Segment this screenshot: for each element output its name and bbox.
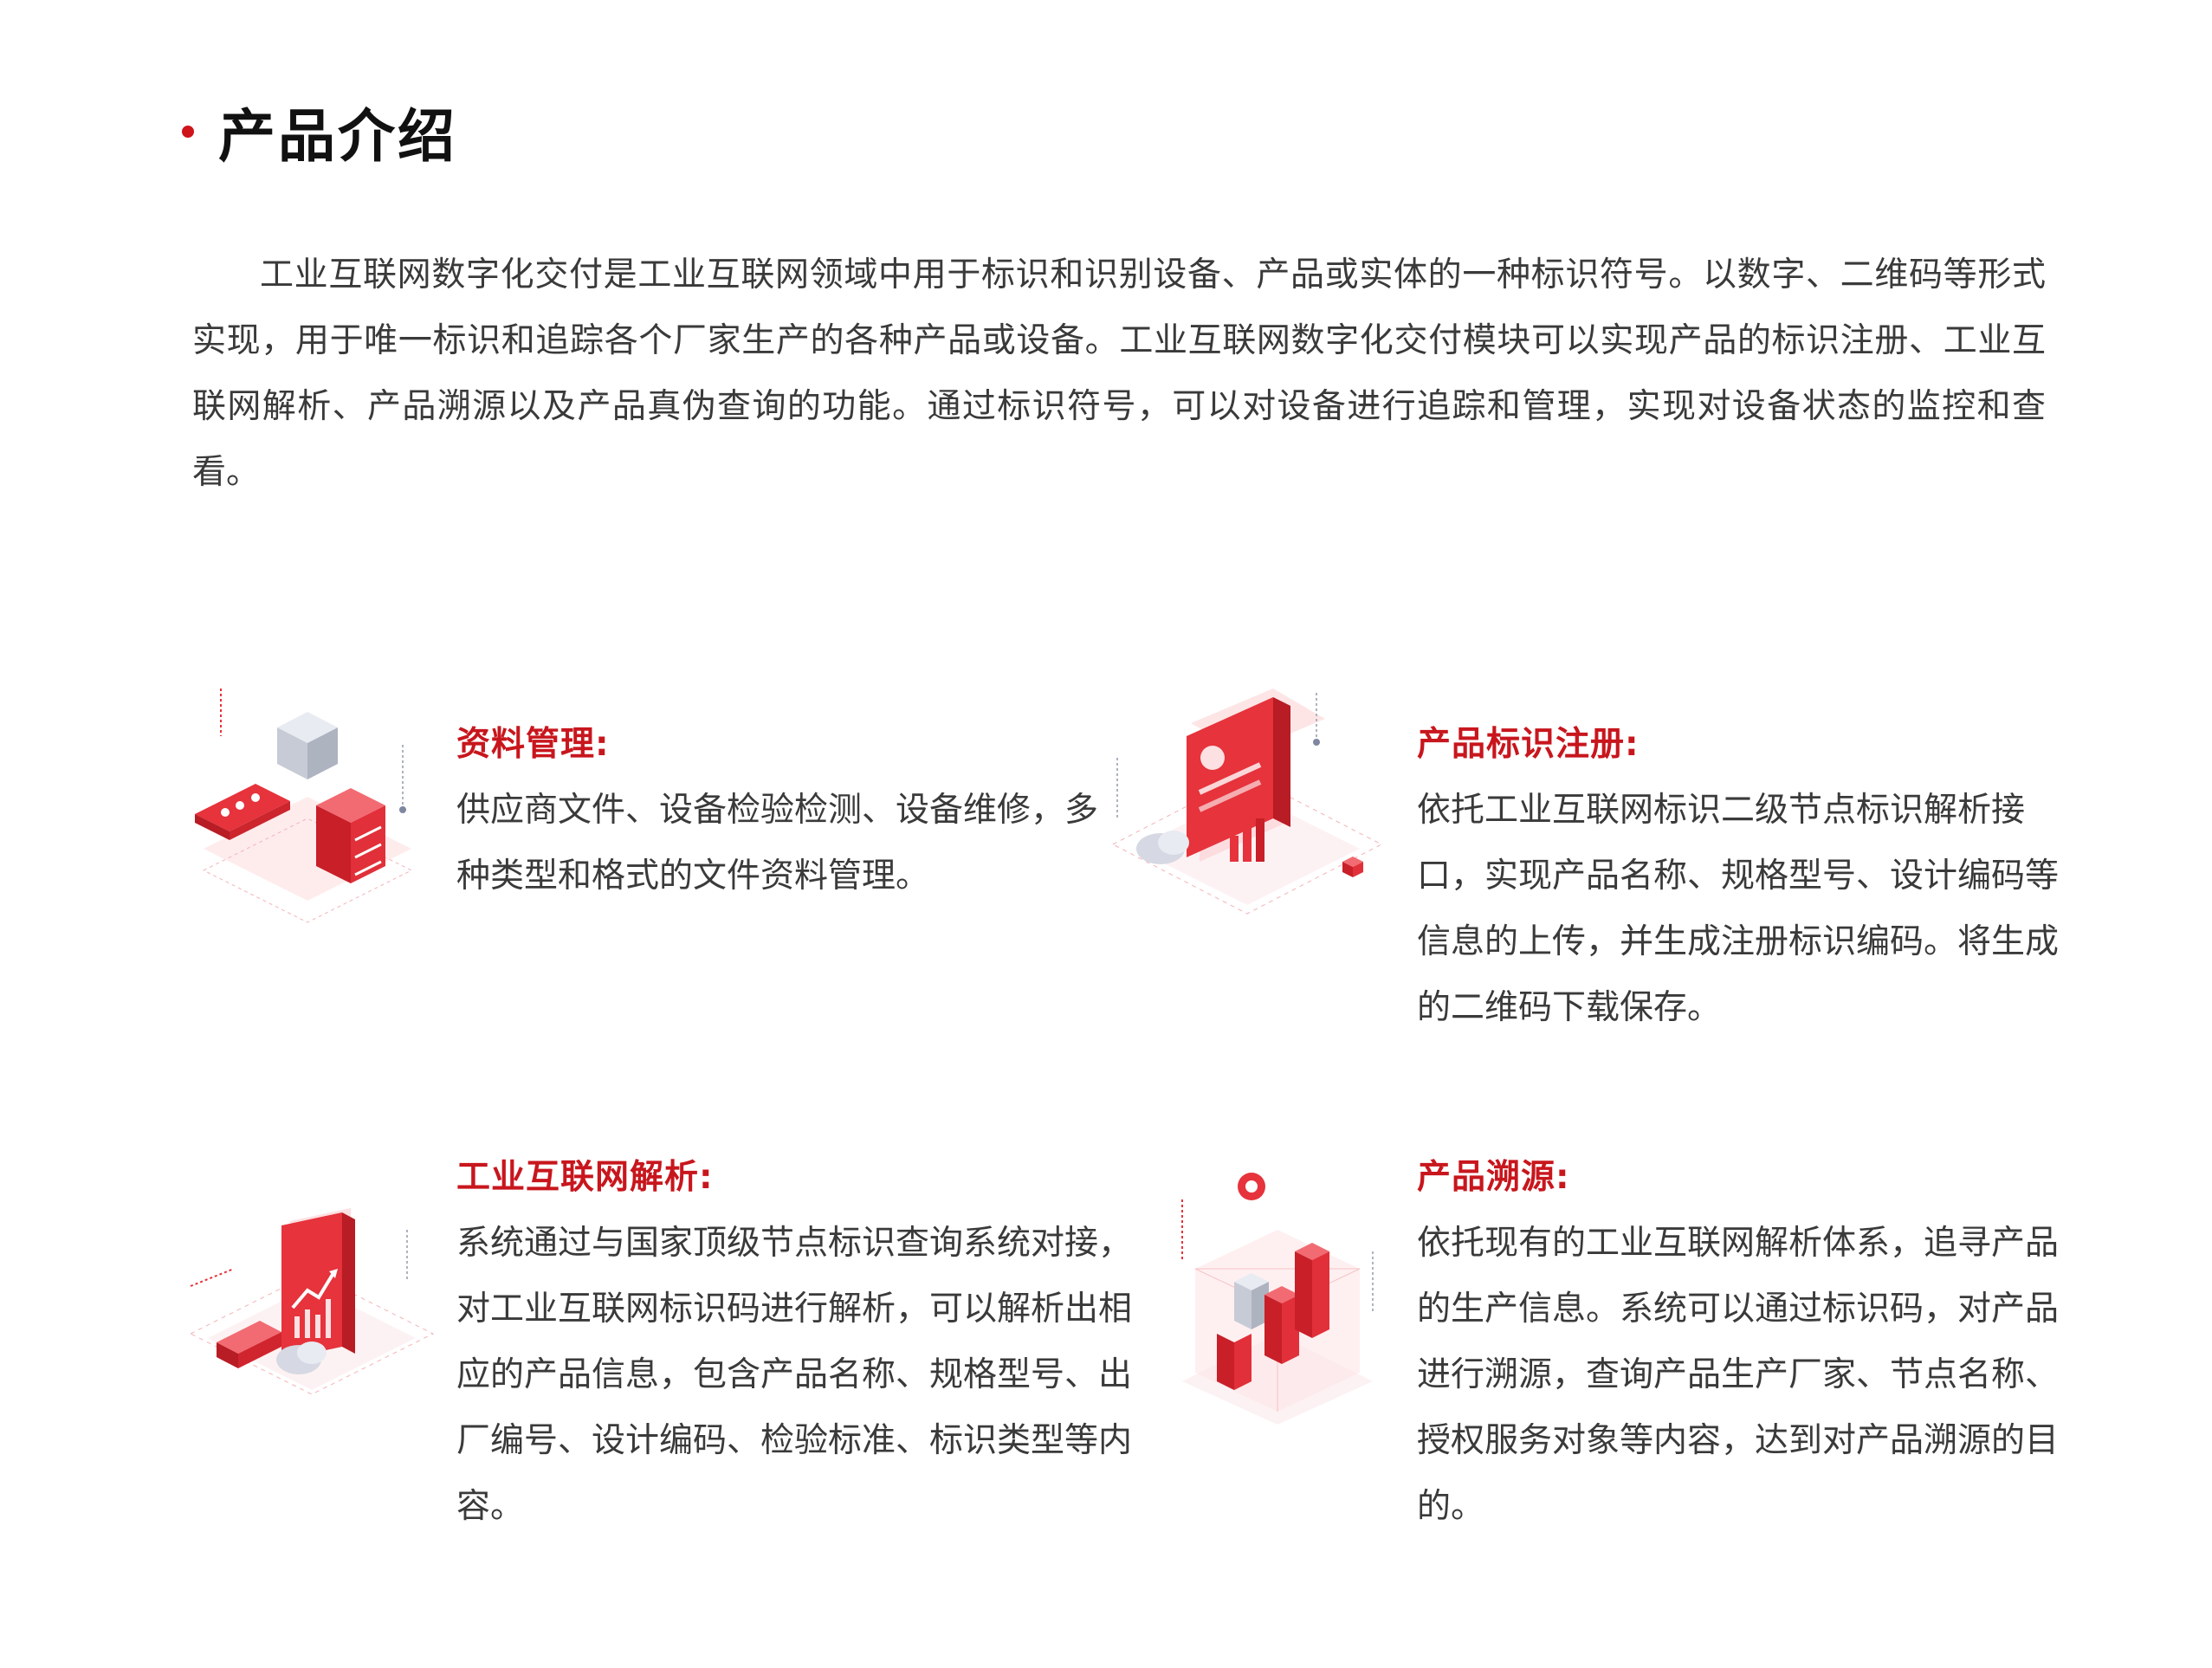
section-title: 产品介绍	[218, 103, 457, 170]
trace-chart-icon	[1174, 1165, 1381, 1425]
feature-3-title: 工业互联网解析:	[456, 1158, 714, 1197]
feature-3: 工业互联网解析: 系统通过与国家顶级节点标识查询系统对接，对工业互联网标识码进行…	[456, 1145, 1132, 1540]
feature-1-body: 供应商文件、设备检验检测、设备维修，多种类型和格式的文件资料管理。	[456, 791, 1099, 895]
feature-2: 产品标识注册: 依托工业互联网标识二级节点标识解析接口，实现产品名称、规格型号、…	[1417, 712, 2075, 1041]
dashboard-icon	[1100, 689, 1386, 922]
feature-2-body: 依托工业互联网标识二级节点标识解析接口，实现产品名称、规格型号、设计编码等信息的…	[1417, 791, 2060, 1027]
feature-4: 产品溯源: 依托现有的工业互联网解析体系，追寻产品的生产信息。系统可以通过标识码…	[1417, 1145, 2084, 1540]
server-icon	[186, 684, 429, 953]
feature-4-title: 产品溯源:	[1417, 1158, 1570, 1197]
feature-3-body: 系统通过与国家顶级节点标识查询系统对接，对工业互联网标识码进行解析，可以解析出相…	[456, 1224, 1133, 1526]
feature-2-title: 产品标识注册:	[1417, 725, 1640, 764]
bullet-dot-icon	[182, 126, 194, 138]
intro-paragraph: 工业互联网数字化交付是工业互联网领域中用于标识和识别设备、产品或实体的一种标识符…	[192, 255, 2046, 492]
feature-1-title: 资料管理:	[456, 725, 610, 764]
feature-1: 资料管理: 供应商文件、设备检验检测、设备维修，多种类型和格式的文件资料管理。	[456, 712, 1115, 909]
analytics-icon	[182, 1204, 442, 1429]
section-header: 产品介绍	[182, 88, 457, 175]
feature-4-body: 依托现有的工业互联网解析体系，追寻产品的生产信息。系统可以通过标识码，对产品进行…	[1417, 1224, 2060, 1526]
